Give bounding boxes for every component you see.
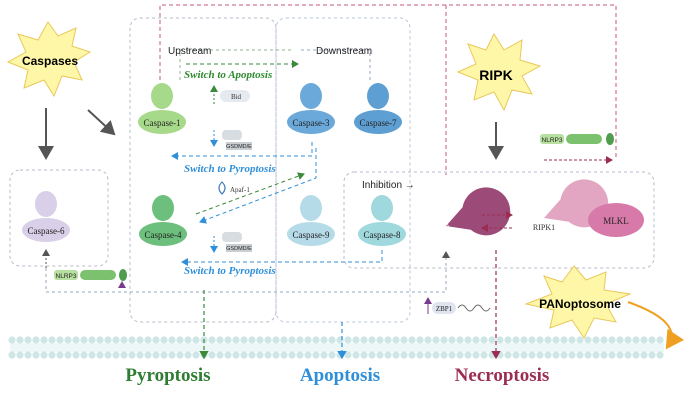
caspase-1-label: Caspase-1: [144, 118, 181, 128]
ripk3-protein: [446, 187, 511, 236]
caspase-3-protein: [287, 83, 335, 134]
downstream-header: Downstream: [316, 46, 372, 57]
casp4-to-casp3-green: [195, 172, 305, 215]
zbp1-label: ZBP1: [436, 305, 453, 313]
bid-label: Bid: [231, 93, 242, 101]
gsdmd-1-protein: [222, 130, 252, 150]
mlkl-label: MLKL: [603, 216, 629, 226]
caspase-3-label: Caspase-3: [293, 118, 330, 128]
caspase-6-protein: [22, 191, 70, 242]
pyroptosis-label: Pyroptosis: [125, 365, 210, 386]
ripk-star: [456, 32, 542, 112]
caspases-star: [6, 21, 92, 98]
cell-membrane: [8, 336, 664, 359]
caspase-8-protein: [358, 195, 406, 246]
caspase-7-label: Caspase-7: [360, 118, 397, 128]
caspase-9-label: Caspase-9: [293, 230, 330, 240]
switch-to-pyroptosis-1: Switch to Pyroptosis: [184, 163, 276, 175]
mlkl-protein: [588, 203, 644, 237]
downstream-gray-line: [300, 49, 371, 80]
panoptosome-label: PANoptosome: [539, 297, 621, 311]
panoptosome-star: [524, 265, 632, 339]
caspase-6-label: Caspase-6: [28, 226, 65, 236]
switch-to-pyroptosis-2: Switch to Pyroptosis: [184, 265, 276, 277]
upstream-box: [129, 17, 277, 323]
upstream-header: Upstream: [168, 46, 211, 57]
apoptosis-label: Apoptosis: [300, 365, 380, 386]
gsdmd-2-label: GSDMD/E: [226, 246, 252, 252]
nlrp3-right-label: NLRP3: [542, 137, 563, 144]
casp8-to-casp4-blue: [181, 250, 383, 266]
caspase-1-protein: [138, 83, 186, 134]
inhibition-header: Inhibition →: [362, 180, 415, 191]
caspase-4-label: Caspase-4: [145, 230, 182, 240]
apaf1-protein: [218, 181, 226, 195]
gsdmd-2-protein: [222, 232, 252, 252]
zbp1-protein: [432, 302, 491, 314]
necroptosis-label: Necroptosis: [455, 365, 550, 386]
nlrp3-left-protein: [54, 269, 127, 281]
nlrp3-left-label: NLRP3: [56, 273, 77, 280]
caspase-4-protein: [139, 195, 187, 246]
switch-to-apoptosis: Switch to Apoptosis: [184, 69, 272, 81]
necroptosis-box: [343, 171, 655, 269]
caspase-9-protein: [287, 195, 335, 246]
nlrp3-right-protein: [540, 133, 614, 145]
ripk1-label: RIPK1: [533, 223, 555, 232]
caspase-7-protein: [354, 83, 402, 134]
downstream-box: [275, 17, 411, 323]
gsdmd-1-label: GSDMD/E: [226, 144, 252, 150]
left-gray-line: [179, 49, 292, 80]
caspases-diag-arrow: [87, 109, 116, 136]
casp3-to-casp4-blue: [199, 148, 317, 224]
top-maroon-line: [159, 4, 617, 160]
ripk3-label: RIPK3: [427, 223, 449, 232]
ripk-label: RIPK: [479, 67, 512, 83]
caspases-label: Caspases: [22, 54, 78, 68]
apaf1-label: Apaf-1: [230, 186, 250, 194]
caspase-8-label: Caspase-8: [364, 230, 401, 240]
caspase6-box: [9, 169, 109, 267]
panoptosome-curve-arrow: [627, 301, 685, 350]
bid-protein: [220, 90, 250, 102]
casp3-to-casp1-blue: [171, 142, 313, 160]
nlrp3-left-line: [45, 251, 450, 293]
